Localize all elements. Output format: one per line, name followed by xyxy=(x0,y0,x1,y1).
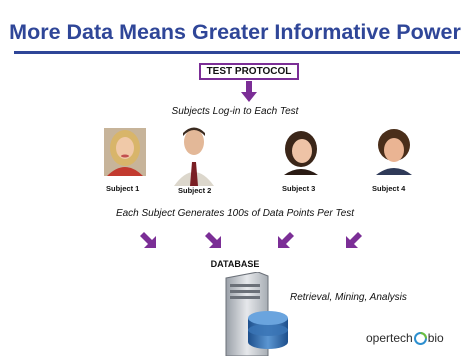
generates-caption: Each Subject Generates 100s of Data Poin… xyxy=(115,208,355,219)
server-database-icon xyxy=(225,272,288,356)
title-underline xyxy=(14,51,460,54)
subject-4-label: Subject 4 xyxy=(372,184,406,193)
diagonal-arrow-icon xyxy=(278,232,294,248)
opertech-bio-logo: opertech bio xyxy=(366,331,444,346)
logo-wordmark-left: opertech xyxy=(366,331,413,345)
subject-2-photo xyxy=(170,124,218,186)
down-arrow-icon xyxy=(241,81,257,102)
database-label: DATABASE xyxy=(210,259,260,269)
logo-wordmark-right: bio xyxy=(427,331,444,345)
test-protocol-box: TEST PROTOCOL xyxy=(199,63,299,80)
retrieval-caption: Retrieval, Mining, Analysis xyxy=(290,292,407,303)
subject-2-label: Subject 2 xyxy=(178,186,212,195)
subject-3-label: Subject 3 xyxy=(282,184,316,193)
diagonal-arrow-icon xyxy=(346,232,362,248)
subject-4-photo xyxy=(373,127,415,175)
subject-1-photo xyxy=(104,128,146,176)
opertech-bio-logo-mark-icon xyxy=(413,332,427,346)
diagonal-arrow-icon xyxy=(140,232,156,248)
slide-title: More Data Means Greater Informative Powe… xyxy=(9,20,461,44)
subject-1-label: Subject 1 xyxy=(106,184,140,193)
diagonal-arrow-icon xyxy=(205,232,221,248)
login-caption: Subjects Log-in to Each Test xyxy=(171,106,299,117)
subject-3-photo xyxy=(280,129,322,175)
